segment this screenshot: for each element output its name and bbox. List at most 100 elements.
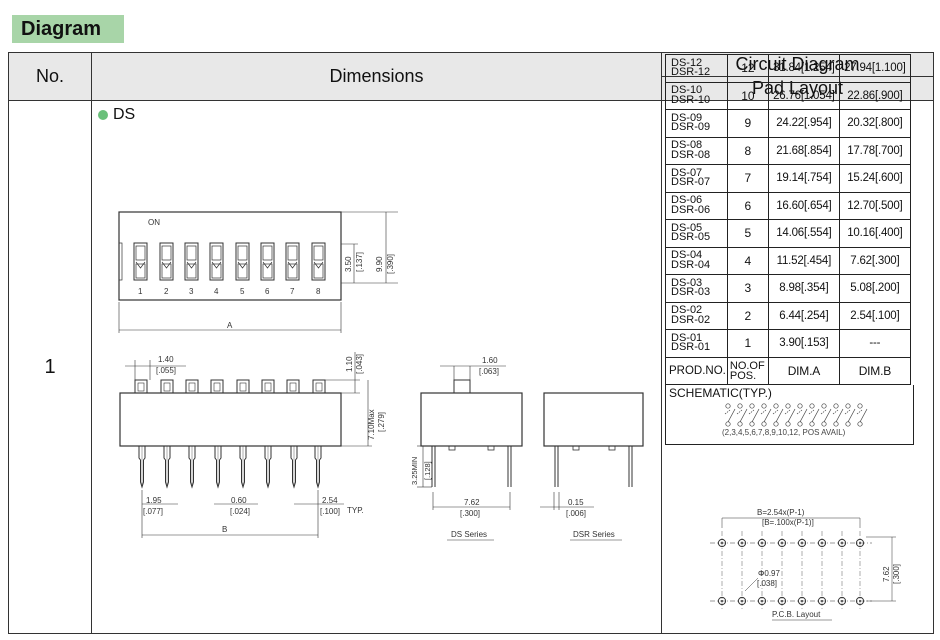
pcb-pad <box>737 538 747 548</box>
prod-no-dsr: DSR-12 <box>671 66 711 79</box>
series-label: DS <box>98 106 135 124</box>
side-pin <box>188 446 196 489</box>
side-actuators <box>134 379 326 394</box>
dim-100: [.100] <box>320 507 340 516</box>
dim-063: [.063] <box>479 367 499 376</box>
dim-024: [.024] <box>230 507 250 516</box>
pos-cell: 4 <box>726 246 769 275</box>
dim-128: [.128] <box>423 461 432 480</box>
pos-cell: 10 <box>726 81 769 110</box>
schematic-switches <box>724 403 868 427</box>
pcb-pad <box>737 596 747 606</box>
switch-slider <box>159 242 174 281</box>
prod-no-dsr: DSR-03 <box>671 286 711 299</box>
pos-cell: 3 <box>726 274 769 303</box>
pos-cell: 2 <box>726 301 769 330</box>
pcb-pad <box>777 596 787 606</box>
prod-no-ds: DS-06 <box>671 194 703 207</box>
side-actuator <box>261 379 275 394</box>
schematic-note: (2,3,4,5,6,7,8,9,10,12, POS AVAIL) <box>722 428 846 437</box>
switch-slider <box>209 242 224 281</box>
prod-no-ds: DS-02 <box>671 304 703 317</box>
divider <box>9 100 933 102</box>
side-actuator <box>312 379 326 394</box>
prod-no-dsr: DSR-06 <box>671 203 711 216</box>
schematic-switch <box>724 403 736 427</box>
pcb-dia-in: [.038] <box>757 579 777 588</box>
schematic-switch <box>832 403 844 427</box>
switch-slider <box>235 242 250 281</box>
switch-slider <box>260 242 275 281</box>
col-dim-b: DIM.B <box>838 356 911 385</box>
dim-110: 1.10 <box>345 356 354 372</box>
prod-no-ds: DS-03 <box>671 276 703 289</box>
dim-006: [.006] <box>566 509 586 518</box>
dim-195: 1.95 <box>146 496 162 505</box>
schematic-switch <box>784 403 796 427</box>
dim-137: [.137] <box>355 252 364 272</box>
schematic-drawing: (2,3,4,5,6,7,8,9,10,12, POS AVAIL) <box>722 403 868 437</box>
prod-no-dsr: DSR-09 <box>671 121 711 134</box>
pcb-pad <box>757 538 767 548</box>
side-pin <box>138 446 146 489</box>
prod-no-dsr: DSR-10 <box>671 93 711 106</box>
dim-b-cell: 15.24[.600] <box>838 164 911 193</box>
pcb-pads <box>710 531 872 611</box>
schematic-switch <box>736 403 748 427</box>
side-pin <box>214 446 222 489</box>
switch-number: 8 <box>316 287 321 296</box>
dim-a-cell: 6.44[.254] <box>767 301 840 330</box>
prod-no-dsr: DSR-07 <box>671 176 711 189</box>
switch-slider <box>285 242 300 281</box>
dim-a-cell: 19.14[.754] <box>767 164 840 193</box>
pcb-pad <box>855 538 865 548</box>
dsr-end-view-body <box>543 392 644 447</box>
col-prod-no: PROD.NO. <box>665 356 728 385</box>
schematic-box: SCHEMATIC(TYP.) (2,3,4,5,6,7,8,9,10,12, … <box>665 385 914 445</box>
dim-015: 0.15 <box>568 498 584 507</box>
header-no: No. <box>9 53 91 100</box>
switch-number: 1 <box>138 287 143 296</box>
dim-a-cell: 16.60[.654] <box>767 191 840 220</box>
prod-no-dsr: DSR-01 <box>671 341 711 354</box>
dim-a-cell: 21.68[.854] <box>767 136 840 165</box>
prod-no-ds: DS-08 <box>671 139 703 152</box>
pcb-pad <box>817 538 827 548</box>
schematic-switch <box>748 403 760 427</box>
side-pins <box>138 446 322 489</box>
dim-b-cell: 27.94[1.100] <box>838 54 911 83</box>
prod-no-ds: DS-05 <box>671 221 703 234</box>
section-tag: Diagram <box>12 15 124 43</box>
dim-b-cell: 10.16[.400] <box>838 219 911 248</box>
switch-slider <box>133 242 148 281</box>
prod-no-ds: DS-04 <box>671 249 703 262</box>
dim-043: [.043] <box>355 354 364 374</box>
dim-b-cell: --- <box>838 329 911 358</box>
prod-no-dsr: DSR-05 <box>671 231 711 244</box>
prod-no-ds: DS-12 <box>671 56 703 69</box>
col-no-of: NO.OF <box>729 359 765 372</box>
dim-160: 1.60 <box>482 356 498 365</box>
schematic-switch <box>844 403 856 427</box>
schematic-switch <box>808 403 820 427</box>
dsr-series-caption: DSR Series <box>573 530 615 539</box>
bullet-dot-icon <box>98 110 108 120</box>
switch-number: 4 <box>214 287 219 296</box>
dim-a-cell: 3.90[.153] <box>767 329 840 358</box>
side-pin <box>264 446 272 489</box>
switch-number: 6 <box>265 287 270 296</box>
schematic-switch <box>760 403 772 427</box>
dim-140: 1.40 <box>158 355 174 364</box>
